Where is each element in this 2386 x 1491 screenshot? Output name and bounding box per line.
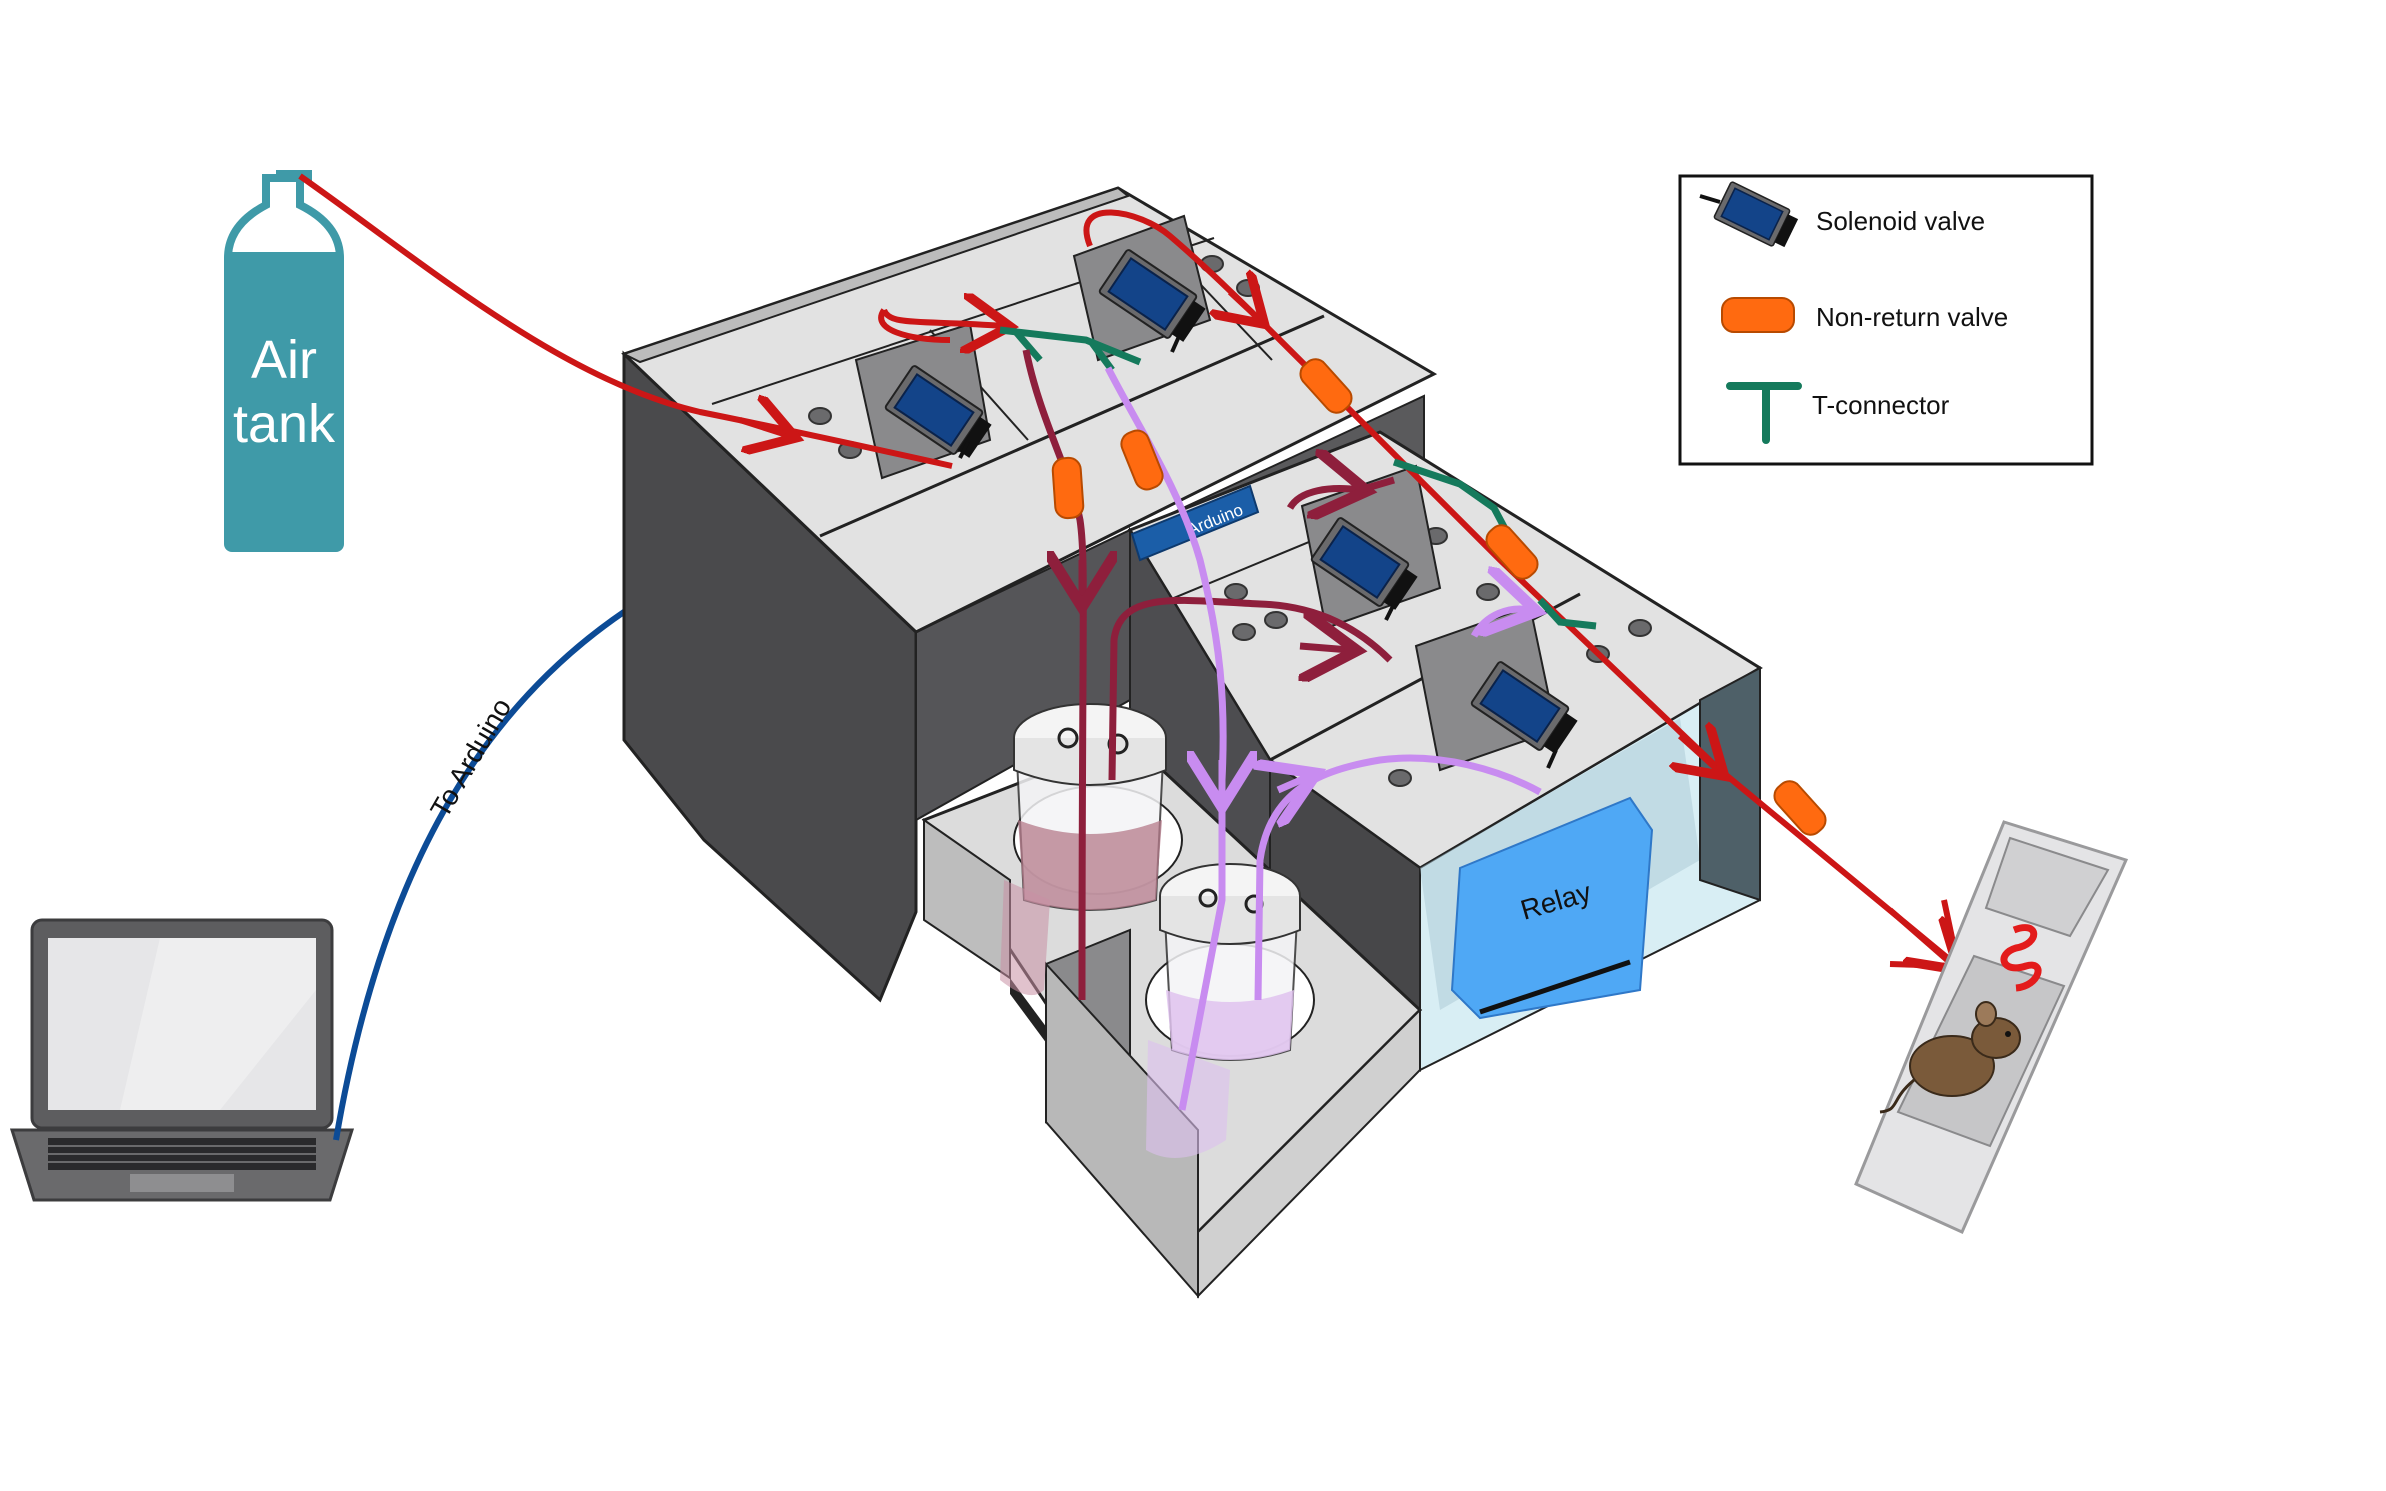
odor-a-line xyxy=(1022,349,1087,1001)
to-arduino-label: To Arduino xyxy=(424,693,517,823)
mouse-chamber xyxy=(1854,820,2129,1234)
non-return-valve-1 xyxy=(1050,456,1086,520)
odor-jar-a xyxy=(1000,703,1167,996)
air-tank: Air tank xyxy=(223,170,345,552)
solenoid-valve-2 xyxy=(1072,214,1212,362)
non-return-valve-5 xyxy=(1768,775,1832,841)
non-return-valve-icon xyxy=(1721,297,1795,333)
t-connector-icon xyxy=(1726,382,1802,444)
relay: Relay xyxy=(1450,796,1654,1020)
legend-label-non-return: Non-return valve xyxy=(1816,302,2008,332)
legend: Solenoid valve Non-return valve T-connec… xyxy=(1678,174,2094,466)
usb-cable xyxy=(333,571,690,1141)
legend-label-solenoid: Solenoid valve xyxy=(1816,206,1985,236)
mouse-icon xyxy=(1879,1001,2021,1114)
air-line-main xyxy=(298,173,953,469)
legend-label-t-connector: T-connector xyxy=(1812,390,1950,420)
air-line-output xyxy=(1083,209,1952,963)
air-tank-label-line1: Air xyxy=(251,330,317,390)
odor-jar-b xyxy=(1146,863,1301,1158)
tank-body xyxy=(224,252,344,552)
odor-plume-icon xyxy=(2000,924,2042,992)
solenoid-valve-1 xyxy=(854,322,996,480)
laptop xyxy=(9,918,355,1202)
odor-b-line xyxy=(1104,366,1227,781)
air-tank-label-line2: tank xyxy=(233,394,336,454)
